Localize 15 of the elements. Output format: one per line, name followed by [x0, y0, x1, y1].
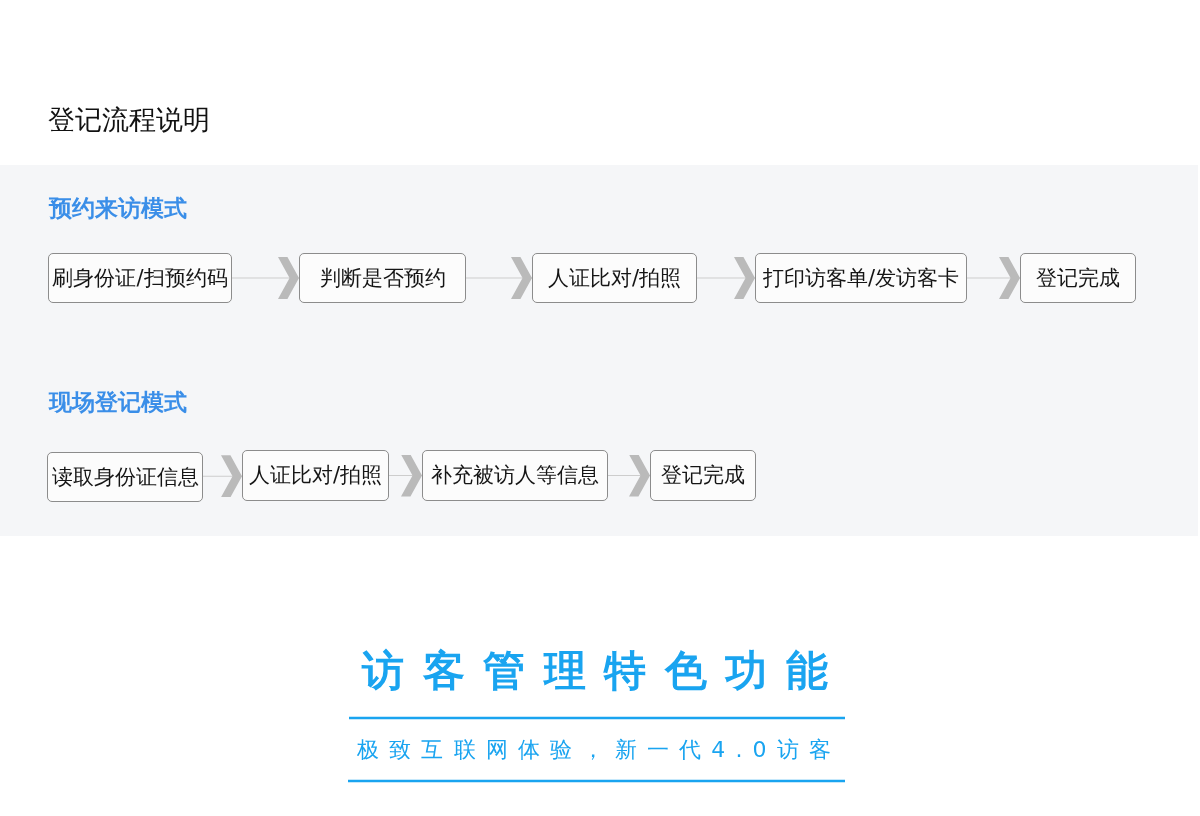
process-box: 人证比对/拍照 [242, 450, 389, 501]
title: 登记流程说明 [48, 106, 210, 133]
process-box: 判断是否预约 [299, 253, 466, 303]
section-heading: 现场登记模式 [49, 391, 187, 414]
process-box: 打印访客单/发访客卡 [755, 253, 967, 303]
process-box: 登记完成 [1020, 253, 1136, 303]
panel [0, 165, 1198, 536]
process-box: 刷身份证/扫预约码 [48, 253, 232, 303]
section-heading: 预约来访模式 [49, 197, 187, 220]
subtitle: 极致互联网体验，新一代4.0访客 [357, 739, 837, 761]
process-box: 读取身份证信息 [47, 452, 203, 502]
process-box: 登记完成 [650, 450, 756, 501]
process-box: 补充被访人等信息 [422, 450, 608, 501]
section-title: 访客管理特色功能 [362, 650, 838, 692]
process-box: 人证比对/拍照 [532, 253, 697, 303]
